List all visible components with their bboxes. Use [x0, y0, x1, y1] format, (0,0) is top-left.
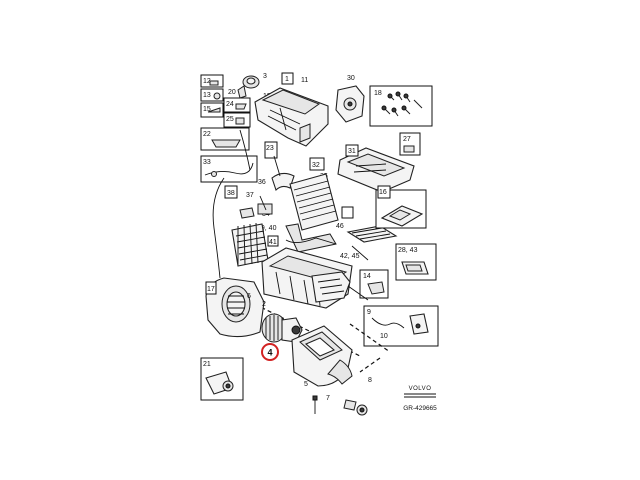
part-heater-core — [285, 173, 339, 253]
svg-text:27: 27 — [403, 136, 411, 143]
callout-box-44 — [341, 206, 354, 219]
callout-box-27: 27 — [399, 132, 421, 156]
part-connector-8 — [343, 399, 368, 416]
leader-line-a — [239, 129, 251, 171]
svg-text:28, 43: 28, 43 — [398, 247, 418, 254]
part-main-housing — [261, 247, 353, 309]
callout-box-38 — [224, 185, 238, 199]
label-8: 8 — [368, 377, 372, 384]
label-17: 17 — [207, 286, 215, 293]
part-cabin-filter — [346, 225, 398, 243]
label-2: 2 — [262, 301, 266, 308]
label-6: 6 — [247, 293, 251, 300]
callout-box-1 — [281, 72, 294, 85]
callout-box-31 — [345, 144, 359, 157]
part-3 — [242, 75, 260, 89]
callout-box-28-43: 28, 43 — [395, 243, 437, 281]
label-11: 11 — [301, 77, 308, 84]
svg-text:14: 14 — [363, 273, 371, 280]
part-34 — [257, 203, 273, 215]
label-31: 31 — [348, 148, 356, 155]
label-1: 1 — [285, 76, 289, 83]
label-38: 38 — [227, 190, 235, 197]
part-26-cover — [337, 147, 415, 193]
part-upper-housing — [254, 87, 329, 147]
label-16: 16 — [379, 189, 387, 196]
part-20 — [237, 85, 247, 99]
volvo-logo: VOLVO — [404, 386, 436, 398]
label-20: 20 — [228, 89, 236, 96]
highlight-callout-4[interactable]: 4 — [261, 343, 279, 361]
callout-box-22: 22 — [200, 127, 250, 151]
part-blower-housing — [205, 277, 265, 338]
part-blower-outlet — [291, 325, 353, 387]
leader-line-b — [259, 155, 337, 245]
svg-text:15: 15 — [203, 106, 211, 113]
label-7: 7 — [326, 395, 330, 402]
part-30-actuator — [335, 85, 365, 123]
part-37 — [239, 207, 255, 219]
label-23: 23 — [266, 145, 274, 152]
hose-left — [212, 177, 225, 279]
label-30: 30 — [347, 75, 355, 82]
callout-box-12: 12 — [200, 74, 224, 88]
callout-box-15: 15 — [200, 102, 224, 118]
svg-text:9: 9 — [367, 309, 371, 316]
callout-box-29 — [375, 189, 427, 229]
part-screw-7 — [312, 395, 318, 414]
svg-text:22: 22 — [203, 131, 211, 138]
callout-box-16 — [377, 185, 391, 199]
label-41: 41 — [269, 239, 277, 246]
label-37: 37 — [246, 192, 254, 199]
callout-box-33: 33 — [200, 155, 258, 183]
part-blower-motor — [261, 313, 303, 343]
svg-text:24: 24 — [226, 101, 234, 108]
label-46: 46 — [336, 223, 344, 230]
label-5: 5 — [304, 381, 308, 388]
callout-box-9: 9 10 — [363, 305, 439, 347]
callout-box-21: 21 — [200, 357, 244, 401]
assembly-line-b — [349, 323, 391, 373]
svg-text:12: 12 — [203, 78, 211, 85]
svg-text:VOLVO: VOLVO — [409, 386, 432, 392]
callout-box-17 — [205, 281, 217, 295]
label-42-45: 42, 45 — [340, 253, 360, 260]
svg-text:33: 33 — [203, 159, 211, 166]
callout-box-32 — [309, 157, 325, 171]
callout-box-25: 25 — [223, 112, 251, 128]
callout-box-23 — [264, 141, 278, 159]
label-32: 32 — [312, 162, 320, 169]
svg-text:13: 13 — [203, 92, 211, 99]
part-36-duct — [271, 172, 295, 192]
svg-text:4: 4 — [267, 348, 272, 358]
callout-box-24: 24 — [223, 97, 251, 113]
svg-text:18: 18 — [374, 90, 382, 97]
svg-text:21: 21 — [203, 361, 211, 368]
callout-box-13: 13 — [200, 88, 224, 102]
part-evaporator — [231, 222, 269, 267]
callout-box-18: 18 — [369, 85, 433, 127]
label-39-40: 39, 40 — [257, 225, 277, 232]
callout-box-14: 14 — [359, 269, 389, 299]
svg-text:10: 10 — [380, 333, 388, 340]
drawing-reference: GR-429665 — [403, 405, 437, 412]
leader-line-c — [347, 245, 369, 301]
callout-box-41 — [267, 235, 279, 247]
label-3: 3 — [263, 73, 267, 80]
label-36: 36 — [258, 179, 266, 186]
svg-text:25: 25 — [226, 116, 234, 123]
